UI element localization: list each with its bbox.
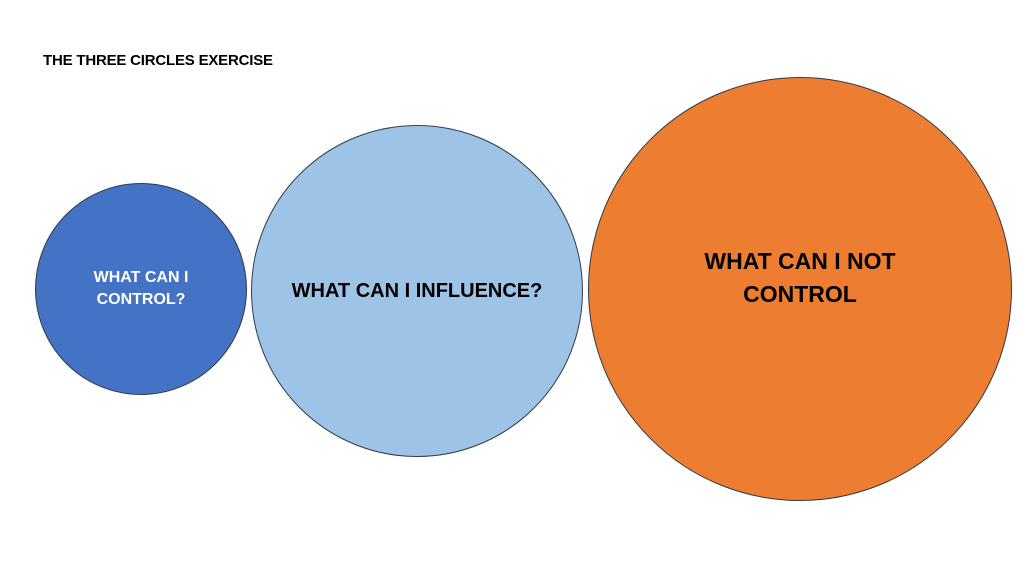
slide-title: THE THREE CIRCLES EXERCISE: [43, 52, 273, 69]
circle-control: WHAT CAN I CONTROL?: [35, 183, 247, 395]
circle-not-control-label: WHAT CAN I NOT CONTROL: [704, 248, 896, 307]
circle-influence: WHAT CAN I INFLUENCE?: [251, 125, 583, 457]
circle-control-label: WHAT CAN I CONTROL?: [93, 269, 189, 308]
circle-not-control: WHAT CAN I NOT CONTROL: [588, 77, 1012, 501]
circle-influence-label: WHAT CAN I INFLUENCE?: [291, 280, 543, 302]
